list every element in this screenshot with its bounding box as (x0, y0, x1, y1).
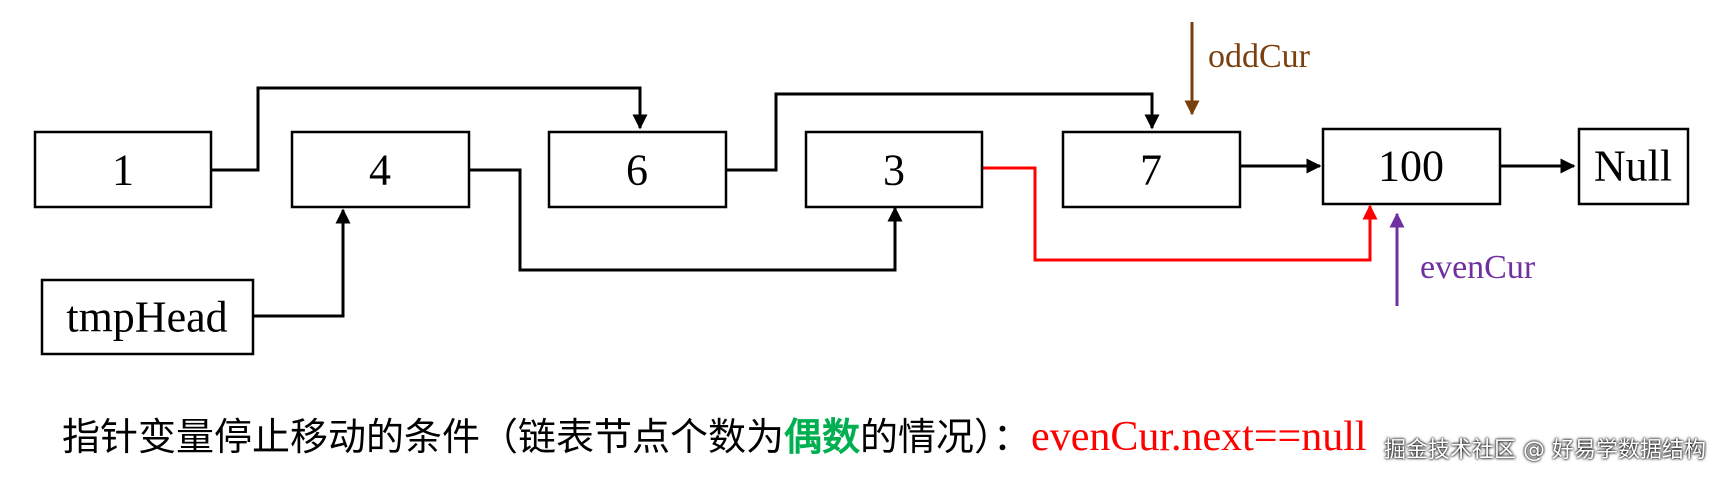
caption-condition: evenCur.next==null (1031, 414, 1367, 460)
link-3-to-100 (982, 166, 1378, 262)
link-6-to-7 (726, 92, 1160, 172)
node-7-value: 7 (1140, 146, 1162, 195)
node-100: 100 (1321, 127, 1502, 206)
evencur-label: evenCur (1420, 249, 1536, 286)
node-7: 7 (1061, 130, 1242, 209)
node-6: 6 (547, 130, 728, 209)
caption-highlight: 偶数 (784, 415, 861, 459)
caption-prefix: 指针变量停止移动的条件（链表节点个数为 (62, 415, 785, 459)
node-1-value: 1 (112, 146, 134, 195)
link-tmphead-to-4 (253, 208, 351, 318)
node-6-value: 6 (626, 146, 648, 195)
node-3: 3 (804, 130, 984, 209)
node-4-value: 4 (369, 146, 391, 195)
node-tmphead-value: tmpHead (66, 293, 227, 342)
oddcur-label: oddCur (1208, 38, 1311, 75)
watermark: 掘金技术社区 @ 好易学数据结构 (1384, 438, 1706, 463)
node-null: Null (1577, 127, 1690, 206)
node-4: 4 (290, 130, 471, 209)
link-4-to-3 (469, 168, 903, 272)
node-null-value: Null (1594, 142, 1672, 191)
link-1-to-6 (211, 86, 648, 172)
node-3-value: 3 (883, 146, 905, 195)
caption: 指针变量停止移动的条件（链表节点个数为偶数的情况）：evenCur.next==… (62, 406, 1367, 470)
node-100-value: 100 (1378, 142, 1444, 191)
caption-suffix: 的情况）： (860, 415, 1032, 459)
node-tmphead: tmpHead (40, 278, 255, 356)
node-1: 1 (33, 130, 213, 209)
